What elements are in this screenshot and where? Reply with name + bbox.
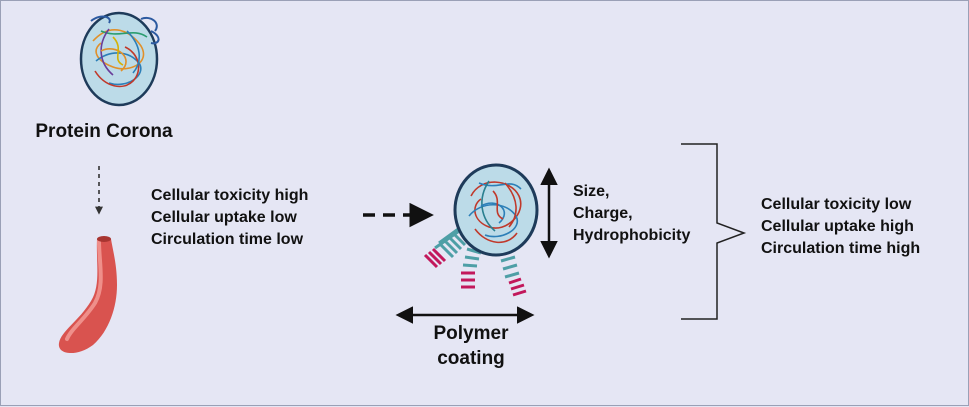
right-effect-item: Cellular toxicity low [761,196,912,213]
protein-corona-label: Protein Corona [35,121,173,142]
left-effect-item: Cellular uptake low [151,209,297,226]
property-item: Charge, [573,205,633,222]
left-effects-list: Cellular toxicity high Cellular uptake l… [151,185,308,251]
protein-corona-particle-icon [79,11,160,107]
right-effects-list: Cellular toxicity low Cellular uptake hi… [761,194,920,260]
left-effect-item: Cellular toxicity high [151,187,309,204]
left-effect-item: Circulation time low [151,231,304,248]
blood-vessel-icon [58,236,117,354]
nanoparticle-icon [453,163,539,257]
right-effect-item: Cellular uptake high [761,218,914,235]
property-item: Size, [573,183,610,200]
polymer-coating-label: Polymer coating [411,321,531,371]
properties-list: Size, Charge, Hydrophobicity [573,181,690,247]
polymer-coating-line: Polymer [433,323,509,344]
right-effect-item: Circulation time high [761,240,921,257]
polymer-coating-line: coating [437,348,505,369]
property-item: Hydrophobicity [573,227,691,244]
right-bracket [681,143,747,320]
